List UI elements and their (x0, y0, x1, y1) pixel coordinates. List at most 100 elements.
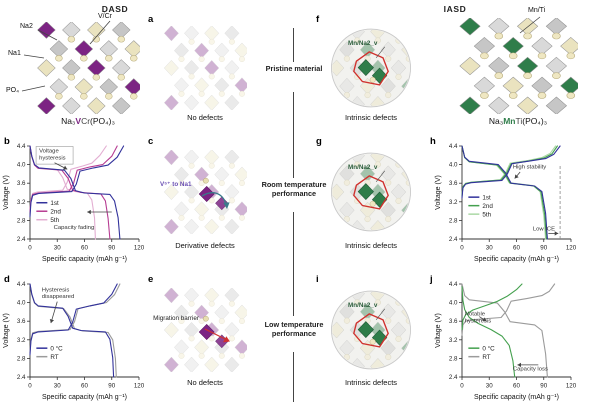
svg-text:Specific capacity (mAh g⁻¹): Specific capacity (mAh g⁻¹) (42, 256, 127, 263)
label-po4: PO₄ (6, 87, 19, 94)
svg-text:hysteresis: hysteresis (39, 155, 66, 161)
caption-a: No defects (187, 113, 223, 122)
svg-text:90: 90 (540, 383, 547, 390)
label-vcr: V/Cr (98, 13, 112, 20)
svg-text:Voltage: Voltage (39, 149, 59, 155)
svg-text:120: 120 (134, 383, 145, 390)
formula-suffix: (PO₄)₃ (522, 116, 548, 126)
crystal-structure-graphic (163, 25, 250, 111)
formula-element-ti: Ti (515, 116, 523, 126)
svg-text:2.4: 2.4 (449, 236, 458, 243)
svg-text:Voltage (V): Voltage (V) (435, 313, 442, 348)
panel-letter-h: h (430, 136, 436, 147)
crystal-structure-graphic (37, 21, 143, 115)
svg-text:4.0: 4.0 (17, 300, 26, 307)
panel-letter-d: d (4, 274, 10, 285)
label-na2: Na2 (20, 23, 33, 30)
caption-f: Intrinsic defects (344, 113, 398, 122)
svg-text:3.6: 3.6 (449, 318, 458, 325)
caption-g: Intrinsic defects (344, 241, 398, 250)
svg-text:Specific capacity (mAh g⁻¹): Specific capacity (mAh g⁻¹) (474, 256, 559, 263)
svg-text:60: 60 (513, 383, 520, 390)
svg-text:2.8: 2.8 (17, 355, 26, 362)
svg-text:90: 90 (540, 245, 547, 252)
svg-text:4.0: 4.0 (449, 162, 458, 169)
svg-text:0: 0 (28, 245, 32, 252)
divider-line (293, 92, 294, 178)
svg-text:4.4: 4.4 (449, 281, 458, 288)
svg-text:2.8: 2.8 (449, 217, 458, 224)
svg-text:2.8: 2.8 (449, 355, 458, 362)
panel-letter-f: f (316, 14, 320, 25)
svg-text:4.4: 4.4 (17, 281, 26, 288)
svg-text:3.2: 3.2 (17, 337, 26, 344)
caption-e: No defects (187, 378, 223, 387)
svg-text:120: 120 (134, 245, 145, 252)
svg-text:3.6: 3.6 (17, 180, 26, 187)
divider-line (293, 212, 294, 316)
svg-text:Capacity loss: Capacity loss (513, 366, 548, 372)
divider-line (293, 352, 294, 402)
label-mnti: Mn/Ti (528, 7, 546, 14)
svg-text:3.6: 3.6 (17, 318, 26, 325)
group-title-iasd: IASD (443, 4, 467, 14)
svg-text:0: 0 (460, 383, 464, 390)
formula-element-v: V (75, 116, 82, 126)
crystal-structure-graphic (163, 287, 250, 373)
structure-i (328, 286, 414, 374)
crystal-structure-graphic (331, 28, 411, 108)
svg-text:30: 30 (54, 383, 61, 390)
divider-label-room-temp: Room temperature performance (261, 180, 327, 199)
svg-text:Low ICE: Low ICE (533, 227, 555, 233)
svg-text:Notable: Notable (465, 312, 486, 318)
svg-text:0: 0 (460, 245, 464, 252)
svg-text:120: 120 (566, 383, 577, 390)
svg-text:4.0: 4.0 (449, 300, 458, 307)
svg-text:60: 60 (81, 245, 88, 252)
svg-text:1st: 1st (50, 200, 59, 207)
svg-text:120: 120 (566, 245, 577, 252)
structure-f (328, 24, 414, 112)
svg-text:2.8: 2.8 (17, 217, 26, 224)
svg-text:4.4: 4.4 (449, 143, 458, 150)
crystal-structure-graphic (163, 149, 250, 235)
svg-text:3.2: 3.2 (449, 337, 458, 344)
svg-text:disappeared: disappeared (42, 294, 74, 300)
formula-prefix: Na₃ (488, 116, 504, 126)
annotation-migration-barrier: Migration barrier (153, 315, 199, 322)
svg-text:Capacity fading: Capacity fading (54, 225, 95, 231)
formula-suffix: (PO₄)₃ (90, 116, 115, 126)
divider-line (293, 28, 294, 62)
svg-text:2nd: 2nd (50, 208, 61, 215)
svg-text:Specific capacity (mAh g⁻¹): Specific capacity (mAh g⁻¹) (42, 394, 127, 401)
caption-i: Intrinsic defects (344, 378, 398, 387)
structure-g (328, 148, 414, 236)
svg-text:30: 30 (54, 245, 61, 252)
caption-c: Derivative defects (175, 241, 235, 250)
svg-text:Voltage (V): Voltage (V) (435, 175, 442, 210)
svg-text:30: 30 (486, 383, 493, 390)
svg-text:hysteresis: hysteresis (465, 318, 492, 324)
divider-label-pristine: Pristine material (265, 64, 323, 73)
svg-text:90: 90 (108, 383, 115, 390)
label-na1: Na1 (8, 50, 21, 57)
formula-element-mn: Mn (503, 116, 516, 126)
svg-text:RT: RT (482, 354, 490, 361)
svg-text:Voltage (V): Voltage (V) (3, 175, 10, 210)
svg-text:2.4: 2.4 (17, 374, 26, 381)
defect-label-f: Mn/Na2_v (348, 40, 378, 47)
svg-text:0 °C: 0 °C (482, 344, 495, 352)
svg-text:Specific capacity (mAh g⁻¹): Specific capacity (mAh g⁻¹) (474, 394, 559, 401)
crystal-structure-graphic (331, 152, 411, 232)
svg-text:1st: 1st (482, 194, 491, 201)
structure-a (163, 25, 250, 111)
defect-label-g: Mn/Na2_v (348, 164, 378, 171)
structure-e (163, 287, 250, 373)
panel-letter-g: g (316, 136, 322, 147)
